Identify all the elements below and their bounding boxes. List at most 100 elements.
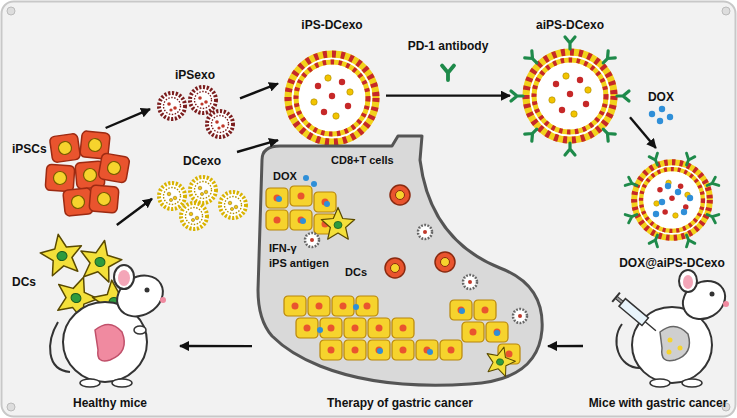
stomach-organ bbox=[266, 188, 288, 208]
drug-loaded-exosome bbox=[675, 189, 681, 195]
drug-loaded-exosome: DOX@aiPS-DCexo bbox=[610, 148, 734, 272]
drug-loaded-exosome bbox=[625, 153, 719, 247]
antibody-exosome bbox=[565, 37, 575, 49]
healthy-mouse bbox=[110, 268, 171, 325]
stomach-organ bbox=[332, 296, 354, 316]
tumor-mouse bbox=[683, 275, 693, 289]
tumor-mouse bbox=[667, 350, 672, 355]
frame bbox=[7, 7, 15, 15]
drug-loaded-exosome bbox=[682, 233, 694, 246]
stomach-organ bbox=[305, 233, 319, 247]
stomach-organ bbox=[258, 136, 542, 385]
dc-exosomes bbox=[190, 177, 216, 203]
healthy-mouse bbox=[95, 324, 124, 360]
antibody-exosome bbox=[511, 91, 523, 101]
ips-exosomes bbox=[159, 87, 233, 137]
drug-loaded-exosome bbox=[705, 177, 718, 189]
drug-loaded-exosome bbox=[625, 177, 638, 189]
edge-label: DOX bbox=[646, 90, 676, 104]
stomach-organ bbox=[450, 300, 472, 320]
stomach-organ bbox=[290, 210, 312, 230]
stomach-organ bbox=[462, 322, 484, 342]
drug-loaded-exosome bbox=[649, 233, 661, 246]
flow-arrow bbox=[117, 199, 152, 225]
healthy-mouse bbox=[50, 265, 170, 387]
stomach-organ bbox=[416, 340, 438, 360]
healthy-mouse bbox=[145, 288, 150, 293]
dc-exosomes bbox=[159, 177, 246, 229]
stomach-organ bbox=[390, 185, 410, 205]
edge-label: PD-1 antibody bbox=[406, 39, 491, 53]
stomach-organ bbox=[290, 186, 312, 206]
drug-loaded-exosome bbox=[625, 210, 638, 222]
frame bbox=[7, 403, 15, 411]
flow-arrow bbox=[630, 117, 656, 148]
antibody-exosome bbox=[600, 51, 616, 67]
stomach-organ bbox=[474, 300, 496, 320]
syringe bbox=[612, 293, 620, 302]
drug-loaded-exosome bbox=[705, 210, 718, 222]
dox-molecules bbox=[649, 111, 655, 117]
drug-loaded-exosome bbox=[634, 162, 710, 238]
figure-label: iPS antigen bbox=[268, 257, 330, 270]
tumor-mouse bbox=[710, 292, 715, 297]
tumor-mouse bbox=[612, 270, 732, 387]
antibody-exosome bbox=[600, 126, 616, 142]
dc-cluster: DCs bbox=[8, 225, 136, 325]
ipsc-cluster bbox=[98, 153, 130, 183]
stomach-organ bbox=[311, 181, 317, 187]
drug-loaded-exosome bbox=[681, 209, 687, 215]
stomach-organ bbox=[276, 196, 282, 202]
ips-exosomes bbox=[190, 87, 216, 113]
stomach-organ bbox=[317, 327, 323, 333]
node-label: iPS-DCexo bbox=[301, 18, 362, 32]
dc-exosomes bbox=[181, 203, 207, 229]
flow-arrow bbox=[240, 84, 278, 99]
stomach-organ bbox=[303, 175, 309, 181]
stomach-organ bbox=[344, 340, 366, 360]
tumor-mouse: Mice with gastric cancer bbox=[583, 282, 733, 410]
figure-label: DCs bbox=[344, 266, 368, 279]
antibody-exosome: aiPS-DCexo bbox=[510, 16, 630, 151]
dc-exosomes bbox=[159, 183, 185, 209]
frame bbox=[722, 7, 730, 15]
dox-molecules bbox=[659, 106, 665, 112]
stomach-organ bbox=[435, 252, 455, 272]
node-label: iPSCs bbox=[12, 142, 47, 156]
ipsc-cluster bbox=[49, 133, 80, 163]
stomach-organ bbox=[321, 207, 354, 239]
tumor-mouse bbox=[660, 326, 689, 360]
stomach-organ bbox=[494, 330, 500, 336]
dc-cluster bbox=[38, 231, 86, 277]
tumor-mouse bbox=[678, 346, 683, 351]
stomach-organ bbox=[486, 322, 508, 342]
tumor-mouse bbox=[668, 338, 673, 343]
stomach-organ bbox=[314, 192, 336, 212]
flow-arrow bbox=[180, 345, 252, 347]
hybrid-exosome: iPS-DCexo bbox=[278, 16, 386, 151]
stomach-organ bbox=[427, 349, 433, 355]
stomach-organ bbox=[392, 318, 414, 338]
healthy-mouse bbox=[112, 379, 132, 387]
stomach-organ bbox=[296, 318, 318, 338]
node-label: DCexo bbox=[183, 154, 221, 168]
stomach-organ bbox=[320, 318, 342, 338]
antibody-exosome bbox=[525, 126, 541, 142]
pd1-antibody-icon bbox=[442, 66, 454, 80]
figure-label: IFN-γ bbox=[268, 242, 298, 255]
ips-exosomes bbox=[159, 93, 185, 119]
healthy-mouse bbox=[160, 297, 166, 303]
ipsc-cluster bbox=[89, 185, 119, 213]
stomach-organ bbox=[324, 201, 330, 207]
stomach-organ bbox=[385, 258, 405, 278]
stomach-organ bbox=[284, 296, 306, 316]
stomach-organ bbox=[300, 218, 306, 224]
exosome-group: iPSexo bbox=[150, 66, 240, 138]
tumor-mouse bbox=[679, 270, 697, 292]
hybrid-exosome bbox=[288, 54, 376, 142]
ipsc-cluster bbox=[45, 164, 75, 192]
drug-loaded-exosome bbox=[682, 153, 694, 166]
stomach-organ bbox=[392, 340, 414, 360]
stomach-organ bbox=[344, 318, 366, 338]
